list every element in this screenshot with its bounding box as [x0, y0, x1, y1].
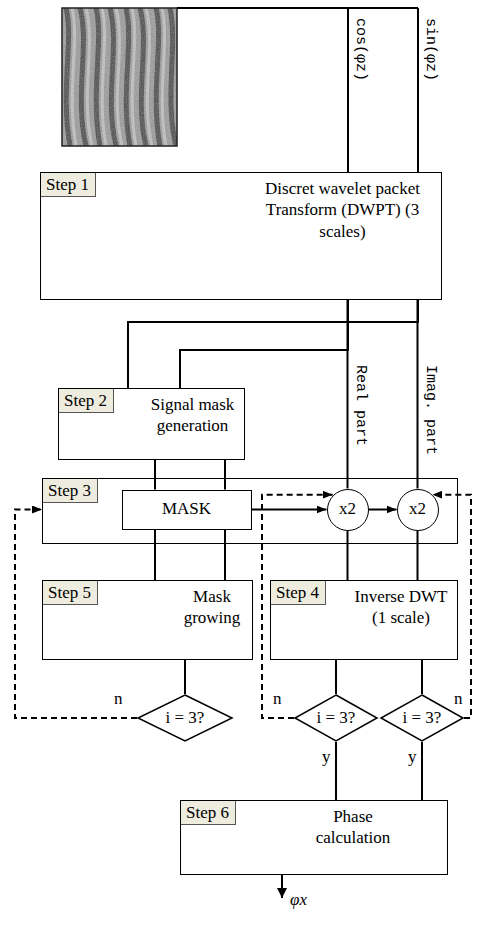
signal-line: [335, 742, 337, 800]
process-text: Signal mask generation: [145, 394, 240, 437]
signal-line: [417, 300, 419, 489]
signal-name: Imag. part: [422, 365, 438, 455]
signal-line: [154, 530, 156, 581]
mask-box: MASK: [122, 490, 252, 530]
diamond-shape: [295, 695, 377, 741]
signal-name: sin(φz): [422, 18, 438, 81]
signal-name: Real part: [352, 365, 368, 446]
stage-band: Step 3 MASK x2 x2: [42, 478, 458, 544]
output-label: φx: [290, 890, 307, 910]
process-box: Step 5 Mask growing: [42, 580, 253, 660]
multiplier-circle: x2: [397, 489, 439, 531]
fringe-image: [62, 8, 177, 146]
signal-line: [417, 531, 419, 581]
signal-line: [335, 660, 337, 694]
signal-line: [369, 509, 397, 511]
signal-line: [154, 460, 156, 490]
decision-diamond: i = 3?: [380, 694, 464, 742]
signal-line: [347, 531, 349, 581]
branch-label: n: [272, 690, 283, 709]
operator-text: x2: [409, 499, 426, 519]
input-wire: [177, 8, 418, 172]
signal-line: [421, 742, 423, 800]
decision-text: i = 3?: [403, 708, 442, 728]
process-box: Step 2 Signal mask generation: [58, 388, 245, 460]
decision-diamond: i = 3?: [294, 694, 378, 742]
step-tag: Step 2: [59, 389, 114, 413]
process-box: Step 4 Inverse DWT (1 scale): [270, 580, 458, 660]
branch-label: n: [453, 690, 464, 709]
step-tag: Step 5: [43, 581, 98, 605]
operator-text: x2: [339, 499, 356, 519]
signal-name: cos(φz): [352, 18, 368, 81]
step-tag: Step 6: [181, 801, 236, 825]
signal-line: [421, 660, 423, 694]
step-tag: Step 3: [43, 479, 98, 503]
process-text: Discret wavelet packet Transform (DWPT) …: [250, 178, 435, 242]
step-tag: Step 1: [41, 173, 96, 197]
process-box: Step 1 Discret wavelet packet Transform (…: [40, 172, 442, 300]
branch-label: n: [113, 690, 124, 709]
image-frame: [62, 8, 177, 146]
signal-line: [184, 660, 186, 694]
process-text: Mask growing: [176, 586, 248, 629]
process-text: Phase calculation: [307, 806, 399, 849]
signal-line: [180, 300, 348, 388]
process-text: Inverse DWT (1 scale): [351, 586, 451, 629]
diamond-shape: [138, 695, 232, 741]
box-text: MASK: [162, 499, 211, 519]
signal-line: [128, 300, 418, 388]
multiplier-circle: x2: [327, 489, 369, 531]
process-box: Step 6 Phase calculation: [180, 800, 448, 875]
step-tag: Step 4: [271, 581, 326, 605]
diamond-shape: [381, 695, 463, 741]
signal-line: [224, 530, 226, 581]
branch-label: y: [321, 748, 332, 767]
output-arrow: [281, 875, 283, 898]
decision-diamond: i = 3?: [137, 694, 233, 742]
signal-line: [224, 460, 226, 490]
branch-label: y: [407, 748, 418, 767]
decision-text: i = 3?: [317, 708, 356, 728]
decision-text: i = 3?: [166, 708, 205, 728]
